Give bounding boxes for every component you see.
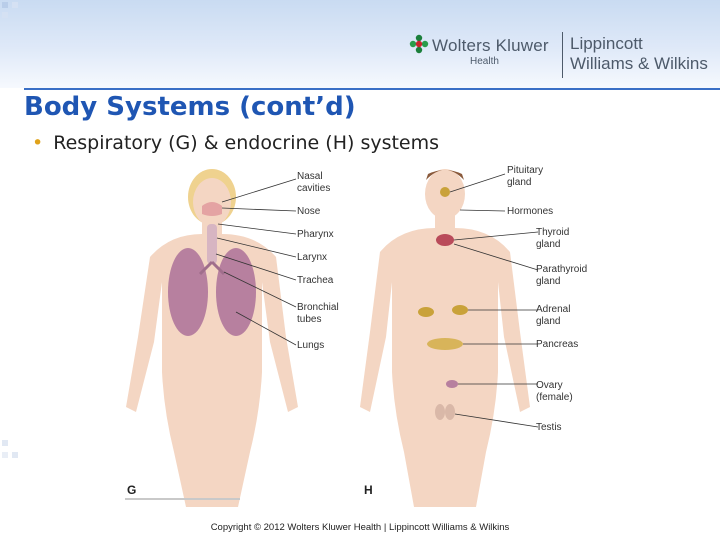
label-ovary: Ovary (female) (536, 380, 573, 403)
copyright-footer: Copyright © 2012 Wolters Kluwer Health |… (210, 522, 510, 533)
imprint-line-2: Williams & Wilkins (570, 54, 708, 73)
body-systems-figure (125, 169, 539, 507)
wolters-kluwer-logo-icon (409, 34, 429, 54)
header-band (0, 0, 720, 88)
label-adrenal-gland: Adrenal gland (536, 304, 571, 327)
label-larynx: Larynx (297, 252, 328, 263)
imprint-line-1: Lippincott (570, 34, 643, 53)
panel-h-leader-lines (449, 173, 539, 428)
logo-divider (562, 32, 563, 78)
panel-letter-h: H (364, 483, 373, 497)
label-bronchial-tubes: Bronchial tubes (297, 302, 339, 325)
label-nasal-cavities: Nasal cavities (297, 171, 331, 194)
label-parathyroid-gland: Parathyroid gland (536, 264, 588, 287)
label-testis: Testis (536, 422, 562, 433)
decorative-squares (2, 2, 18, 458)
publisher-division: Health (470, 56, 499, 67)
male-figure-illustration (360, 169, 530, 507)
label-nose: Nose (297, 206, 321, 217)
bullet-text: Respiratory (G) & endocrine (H) systems (53, 132, 440, 154)
slide-title: Body Systems (cont’d) (24, 92, 356, 122)
panel-letter-g: G (127, 483, 137, 497)
bullet-icon: • (32, 132, 44, 154)
label-lungs: Lungs (297, 340, 325, 351)
label-pancreas: Pancreas (536, 339, 579, 350)
female-figure-illustration (126, 169, 298, 507)
panel-g-leader-lines (215, 178, 297, 346)
label-hormones: Hormones (507, 206, 554, 217)
title-rule (24, 88, 720, 90)
publisher-name: Wolters Kluwer (432, 36, 549, 55)
label-thyroid-gland: Thyroid gland (536, 227, 570, 250)
label-pharynx: Pharynx (297, 229, 334, 240)
bullet-item: • Respiratory (G) & endocrine (H) systems (32, 132, 439, 154)
figure-caption-strip (125, 498, 240, 500)
label-pituitary-gland: Pituitary gland (507, 165, 544, 188)
label-trachea: Trachea (297, 275, 334, 286)
